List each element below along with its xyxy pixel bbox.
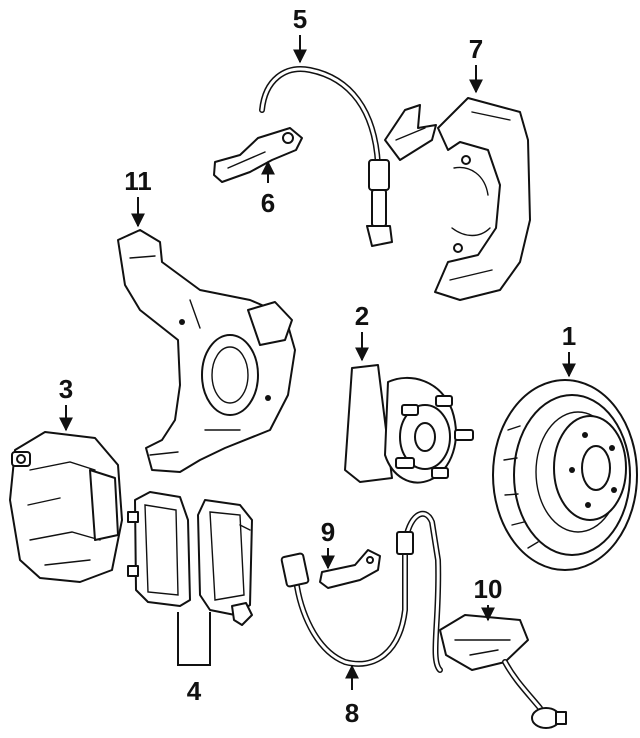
callout-8: 8 xyxy=(345,698,359,728)
callout-2: 2 xyxy=(355,301,369,331)
callout-10: 10 xyxy=(474,574,503,604)
caliper-part[interactable] xyxy=(9,431,123,583)
callout-7: 7 xyxy=(469,34,483,64)
hub-part[interactable] xyxy=(344,364,474,484)
leader-4 xyxy=(177,612,211,666)
brake-hose-lower-part[interactable] xyxy=(280,510,443,673)
callout-leaders xyxy=(59,35,576,690)
rotor-part[interactable] xyxy=(492,379,638,571)
brake-pads-part[interactable] xyxy=(127,491,253,626)
abs-sensor-part[interactable] xyxy=(439,614,567,729)
callout-6: 6 xyxy=(261,188,275,218)
callout-9: 9 xyxy=(321,517,335,547)
hose-bracket-part[interactable] xyxy=(319,549,381,589)
brake-hose-upper-part[interactable] xyxy=(259,66,437,247)
bracket-clip-part[interactable] xyxy=(213,127,303,183)
callout-4: 4 xyxy=(187,676,202,706)
callout-1: 1 xyxy=(562,321,576,351)
callout-3: 3 xyxy=(59,374,73,404)
callout-labels: 1 2 3 4 5 6 7 8 9 10 11 xyxy=(59,4,576,728)
callout-5: 5 xyxy=(293,4,307,34)
splash-shield-part[interactable] xyxy=(434,97,531,301)
callout-11: 11 xyxy=(124,166,152,196)
knuckle-part[interactable] xyxy=(117,229,296,473)
